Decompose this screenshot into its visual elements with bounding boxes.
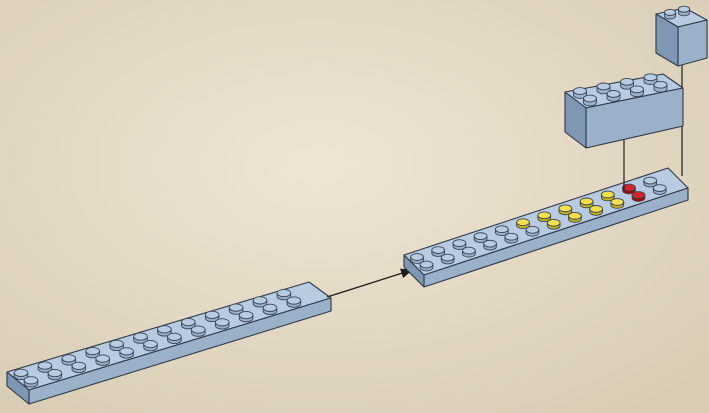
plate-left-stud-1-8-top — [215, 319, 229, 326]
plate-left-stud-1-9-top — [239, 311, 253, 318]
plate-right-stud-1-7 — [569, 212, 582, 222]
brick-2x4-stud-1-3-top — [654, 81, 667, 88]
plate-right-stud-1-5-top — [526, 226, 539, 233]
plate-right-stud-1-8 — [590, 206, 603, 216]
plate-right-stud-0-9-top — [601, 191, 614, 198]
plate-right-stud-1-1-top — [441, 254, 454, 261]
plate-left-stud-0-10-top — [253, 297, 267, 304]
plate-left-stud-0-0-top — [14, 369, 28, 376]
plate-right-stud-1-3-top — [484, 240, 497, 247]
brick-2x4-stud-1-2-top — [631, 86, 644, 93]
plate-left-stud-1-9 — [239, 311, 253, 321]
plate-right-stud-0-7-top — [559, 205, 572, 212]
plate-right-stud-1-0-top — [420, 261, 433, 268]
brick-1x2-stud-0-0 — [664, 9, 675, 19]
plate-right-stud-0-4-top — [495, 226, 508, 233]
plate-left-stud-1-7-top — [192, 326, 206, 333]
plate-right-stud-0-2-top — [453, 240, 466, 247]
brick-1x2-stud-0-1-top — [678, 6, 689, 12]
plate-left-stud-1-5-top — [144, 340, 158, 347]
plate-left-stud-1-11-top — [287, 297, 301, 304]
plate-right-stud-1-7-top — [569, 212, 582, 219]
plate-right-stud-1-1 — [441, 254, 454, 264]
plate-right-stud-1-10-top — [632, 192, 645, 199]
brick-2x4-stud-0-2-top — [621, 78, 634, 85]
plate-left-stud-0-6-top — [158, 326, 172, 333]
plate-left-stud-0-8-top — [205, 311, 219, 318]
plate-right-stud-1-11-top — [653, 185, 666, 192]
brick-1x2-front — [678, 20, 707, 66]
plate-left-stud-1-0 — [24, 377, 38, 387]
plate-right-stud-1-0 — [420, 261, 433, 271]
plate-left-stud-0-9-top — [229, 304, 243, 311]
brick-2x4-stud-1-1-top — [607, 91, 620, 98]
plate-left-stud-0-11-top — [277, 289, 291, 296]
plate-right-stud-1-6-top — [547, 219, 560, 226]
brick-2x4-stud-1-0 — [584, 95, 597, 106]
plate-left-stud-0-1-top — [38, 362, 52, 369]
plate-right-stud-1-6 — [547, 219, 560, 229]
plate-left-stud-1-2-top — [72, 362, 86, 369]
plate-right-stud-1-11 — [653, 185, 666, 195]
plate-left-stud-0-5-top — [134, 333, 148, 340]
brick-2x4-stud-1-2 — [631, 86, 644, 97]
brick-2x4-stud-1-3 — [654, 81, 667, 92]
plate-left-stud-1-3-top — [96, 355, 110, 362]
plate-right-stud-1-9 — [611, 199, 624, 209]
plate-right-stud-0-0-top — [411, 254, 424, 261]
brick-2x4-stud-0-0-top — [574, 88, 587, 95]
plate-right-stud-1-4 — [505, 233, 518, 243]
plate-right-stud-1-10 — [632, 192, 645, 202]
brick-2x4-stud-1-0-top — [584, 95, 597, 102]
plate-right-stud-1-5 — [526, 226, 539, 236]
plate-left-stud-1-2 — [72, 362, 86, 372]
plate-right-stud-0-5-top — [517, 219, 530, 226]
plate-left-stud-0-2-top — [62, 355, 76, 362]
brick-2x4-stud-0-3-top — [644, 74, 657, 81]
plate-left-stud-0-4-top — [110, 340, 124, 347]
plate-right-stud-1-8-top — [590, 206, 603, 213]
brick-1x2-stud-0-0-top — [664, 9, 675, 15]
brick-2x4-stud-0-1-top — [597, 83, 610, 90]
plate-right-stud-1-9-top — [611, 199, 624, 206]
plate-left-stud-1-11 — [287, 297, 301, 307]
plate-left-stud-0-3-top — [86, 347, 100, 354]
plate-right-stud-1-4-top — [505, 233, 518, 240]
plate-left-stud-1-0-top — [24, 377, 38, 384]
brick-1x2-stud-0-1 — [678, 6, 689, 16]
plate-left-stud-1-4-top — [120, 348, 134, 355]
plate-right-stud-1-2 — [463, 247, 476, 257]
plate-right-stud-0-1-top — [432, 247, 445, 254]
brick-2x4-stud-1-1 — [607, 91, 620, 102]
plate-left-stud-1-6 — [168, 333, 182, 343]
plate-left-stud-1-10 — [263, 304, 277, 314]
plate-left-stud-1-1-top — [48, 369, 62, 376]
plate-left-stud-1-8 — [215, 319, 229, 329]
plate-left-stud-0-7-top — [182, 318, 196, 325]
plate-right-stud-1-3 — [484, 240, 497, 250]
plate-right-stud-0-11-top — [644, 177, 657, 184]
plate-left-stud-1-6-top — [168, 333, 182, 340]
plate-right-stud-0-3-top — [474, 233, 487, 240]
plate-right-stud-0-6-top — [538, 212, 551, 219]
plate-right-stud-0-8-top — [580, 198, 593, 205]
plate-left-stud-1-1 — [48, 369, 62, 379]
plate-right-stud-1-2-top — [463, 247, 476, 254]
plate-left-stud-1-10-top — [263, 304, 277, 311]
plate-left-stud-1-5 — [144, 340, 158, 350]
plate-left-stud-1-3 — [96, 355, 110, 365]
plate-left-stud-1-7 — [192, 326, 206, 336]
plate-left-stud-1-4 — [120, 348, 134, 358]
